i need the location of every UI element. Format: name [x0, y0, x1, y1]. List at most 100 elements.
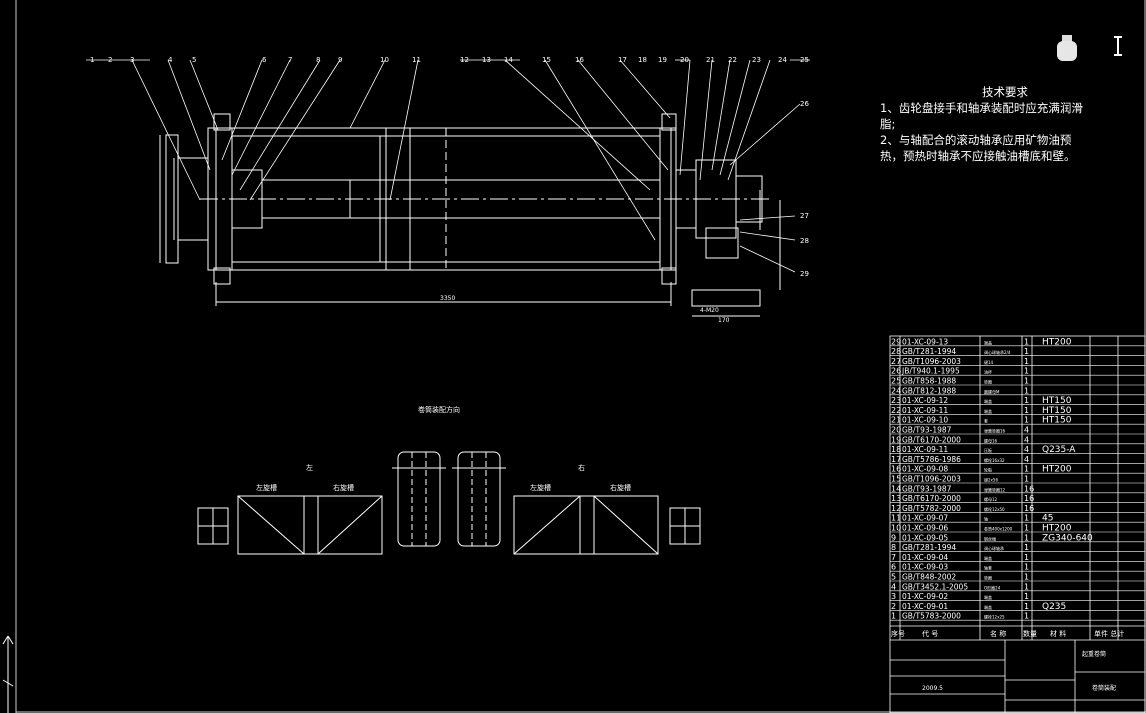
bom-cell-no: 21	[891, 416, 901, 425]
bom-cell-no: 3	[891, 592, 896, 601]
bom-cell-code: GB/T5782-2000	[902, 504, 961, 513]
ucs-marker	[2, 635, 14, 713]
tech-line2: 2、与轴配合的滚动轴承应用矿物油预	[880, 133, 1072, 147]
bom-cell-name: 卷筒400x1200	[984, 526, 1013, 532]
title-date: 2009.5	[922, 685, 943, 692]
bom-cell-no: 19	[891, 435, 901, 444]
bom-cell-qty: 4	[1024, 455, 1029, 464]
bom-cell-no: 8	[891, 543, 896, 552]
overall-length-dim: 3350	[440, 295, 455, 302]
bom-cell-qty: 16	[1024, 504, 1034, 513]
bom-cell-qty: 1	[1024, 563, 1029, 572]
bom-cell-code: 01-XC-09-06	[902, 524, 948, 533]
bom-cell-name: 螺栓16x32	[984, 457, 1005, 463]
left-groove-b: 右旋槽	[333, 483, 354, 492]
bom-cell-qty: 1	[1024, 367, 1029, 376]
bom-cell-qty: 1	[1024, 573, 1029, 582]
bom-cell-no: 7	[891, 553, 896, 562]
balloon-10: 10	[380, 56, 389, 64]
bom-cell-code: GB/T812-1988	[902, 386, 956, 395]
tech-line2b: 热，预热时轴承不应接触油槽底和壁。	[880, 149, 1076, 163]
bom-cell-name: 螺栓12x25	[984, 614, 1005, 620]
balloon-20: 20	[680, 56, 689, 64]
balloon-9: 9	[338, 56, 342, 64]
balloon-29: 29	[800, 270, 809, 278]
bom-cell-name: 键14	[984, 359, 994, 365]
bom-header-qty: 数量	[1023, 629, 1037, 638]
tech-line1: 1、齿轮盘接手和轴承装配时应充满润滑	[880, 101, 1083, 115]
bom-cell-code: 01-XC-09-05	[902, 533, 948, 542]
bom-cell-name: 轴套	[984, 565, 992, 571]
balloon-3: 3	[130, 56, 134, 64]
balloon-labels: 1 2 3 4 5 6 7 8 9 10 11 12 13 14 15 16 1…	[90, 56, 809, 278]
bom-cell-code: 01-XC-09-01	[902, 602, 948, 611]
bom-cell-no: 6	[891, 563, 896, 572]
bom-cell-name: 螺母12	[984, 496, 998, 502]
bom-cell-qty: 16	[1024, 484, 1034, 493]
bom-cell-code: 01-XC-09-08	[902, 465, 948, 474]
bom-cell-name: 端盖	[984, 604, 992, 610]
bom-cell-mat: HT200	[1042, 524, 1072, 534]
bom-cell-name: 油杯	[984, 369, 992, 375]
bom-cell-name: 端盖	[984, 555, 992, 561]
balloon-leaders	[86, 59, 810, 273]
bom-cell-code: GB/T848-2002	[902, 573, 956, 582]
bom-cell-no: 15	[891, 475, 901, 484]
balloon-23: 23	[752, 56, 761, 64]
bom-cell-qty: 1	[1024, 377, 1029, 386]
balloon-25: 25	[800, 56, 809, 64]
bom-cell-mat: HT150	[1042, 406, 1072, 416]
bom-cell-no: 5	[891, 573, 896, 582]
bom-cell-no: 2	[891, 602, 896, 611]
left-mark: 左	[306, 463, 313, 472]
bom-cell-qty: 1	[1024, 533, 1029, 542]
bom-cell-no: 24	[891, 386, 901, 395]
bom-cell-name: 螺母16	[984, 437, 998, 443]
bom-cell-qty: 1	[1024, 524, 1029, 533]
bom-cell-name: 端盖	[984, 594, 992, 600]
balloon-2: 2	[108, 56, 112, 64]
right-mark: 右	[578, 463, 585, 472]
bom-header: 序号 代 号 名 称 数量 材 料 单件 总计	[891, 629, 1124, 638]
bom-cell-no: 25	[891, 377, 901, 386]
bom-cell-mat: HT150	[1042, 396, 1072, 406]
balloon-22: 22	[728, 56, 737, 64]
bom-cell-code: 01-XC-09-11	[902, 406, 948, 415]
balloon-11: 11	[412, 56, 421, 64]
bom-cell-qty: 1	[1024, 416, 1029, 425]
title-drawing: 卷筒装配	[1092, 684, 1116, 692]
assembly-direction-labels: 卷筒装配方向 左 右 左旋槽 右旋槽 左旋槽 右旋槽	[256, 405, 631, 492]
bom-cell-no: 26	[891, 367, 901, 376]
bom-cell-no: 27	[891, 357, 901, 366]
main-assembly-view	[159, 113, 781, 317]
usb-drive-icon[interactable]	[1056, 34, 1078, 66]
bom-cell-name: 钢丝绳	[984, 535, 996, 541]
bom-cell-qty: 1	[1024, 592, 1029, 601]
bom-cell-code: GB/T3452.1-2005	[902, 582, 968, 591]
bom-cell-no: 28	[891, 347, 901, 356]
bom-cell-no: 16	[891, 465, 901, 474]
balloon-18: 18	[638, 56, 647, 64]
balloon-4: 4	[168, 56, 173, 64]
bom-cell-no: 12	[891, 504, 901, 513]
bom-cell-name: 端盖	[984, 339, 992, 345]
bom-cell-code: 01-XC-09-07	[902, 514, 948, 523]
title-company: 起重卷筒	[1082, 650, 1106, 658]
bom-cell-name: 压板	[984, 447, 992, 453]
bom-cell-mat: HT200	[1042, 337, 1072, 347]
bom-cell-name: 轴	[984, 516, 988, 522]
bom-cell-name: 端盖	[984, 398, 992, 404]
left-groove-a: 左旋槽	[256, 483, 277, 492]
bom-cell-qty: 1	[1024, 514, 1029, 523]
bom-cell-code: GB/T1096-2003	[902, 357, 961, 366]
balloon-6: 6	[262, 56, 267, 64]
bom-cell-code: 01-XC-09-13	[902, 337, 948, 346]
text-cursor-icon[interactable]	[1112, 36, 1124, 60]
bom-cell-no: 29	[891, 337, 901, 346]
assembly-direction-view	[197, 451, 701, 555]
balloon-13: 13	[482, 56, 491, 64]
bom-cell-no: 14	[891, 484, 901, 493]
balloon-19: 19	[658, 56, 667, 64]
